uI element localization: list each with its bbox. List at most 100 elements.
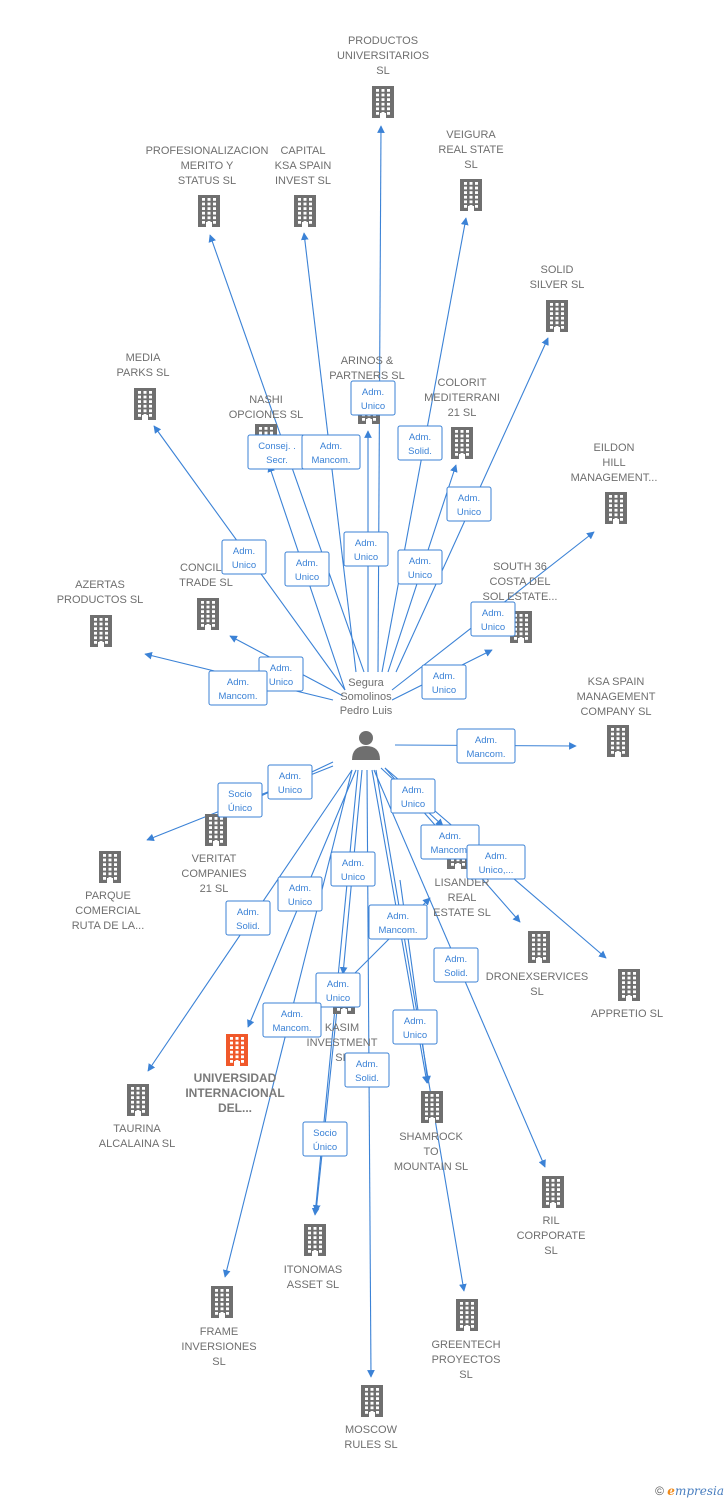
relation-label[interactable]: Consej. .Secr. <box>247 434 307 470</box>
relation-label[interactable]: Adm.Unico <box>397 549 443 585</box>
relation-text: Solid. <box>355 1073 379 1084</box>
company-label: SOLID <box>540 264 573 276</box>
relation-label[interactable]: Adm.Mancom. <box>262 1002 322 1038</box>
building-icon[interactable] <box>421 1091 443 1123</box>
relation-label[interactable]: Adm.Unico <box>446 486 492 522</box>
relation-label[interactable]: Adm.Unico <box>390 778 436 814</box>
relation-label[interactable]: Adm.Solid. <box>225 900 271 936</box>
relation-label[interactable]: Adm.Mancom. <box>368 904 428 940</box>
building-icon[interactable] <box>211 1286 233 1318</box>
relation-label[interactable]: Adm.Mancom. <box>301 434 361 470</box>
relation-label[interactable]: Adm.Unico <box>284 551 330 587</box>
relation-text: Unico <box>432 685 456 696</box>
company-label: ESTATE SL <box>433 907 491 919</box>
relation-label[interactable]: Adm.Unico <box>221 539 267 575</box>
relation-text: Adm. <box>439 831 461 842</box>
building-icon[interactable] <box>451 427 473 459</box>
building-icon[interactable] <box>361 1385 383 1417</box>
building-icon[interactable] <box>546 300 568 332</box>
building-icon[interactable] <box>528 931 550 963</box>
company-node-eildon[interactable]: EILDONHILLMANAGEMENT... <box>571 442 658 524</box>
company-label: GREENTECH <box>431 1339 500 1351</box>
relation-label[interactable]: Adm.Unico,... <box>466 844 526 880</box>
relation-text: Socio <box>313 1128 337 1139</box>
company-label: 21 SL <box>200 883 229 895</box>
relation-label[interactable]: Adm.Unico <box>470 601 516 637</box>
company-label: TAURINA <box>113 1123 161 1135</box>
building-icon[interactable] <box>205 814 227 846</box>
relation-label[interactable]: Adm.Unico <box>392 1009 438 1045</box>
relation-text: Unico <box>232 560 256 571</box>
relation-text: Adm. <box>320 441 342 452</box>
company-node-appretio[interactable]: APPRETIO SL <box>591 969 663 1020</box>
relation-label[interactable]: Adm.Solid. <box>397 425 443 461</box>
building-icon[interactable] <box>372 86 394 118</box>
brand-logo[interactable]: empresia <box>667 1484 724 1498</box>
relation-label[interactable]: Adm.Solid. <box>433 947 479 983</box>
building-icon[interactable] <box>127 1084 149 1116</box>
relation-label[interactable]: Adm.Solid. <box>344 1052 390 1088</box>
company-label: SILVER SL <box>530 279 585 291</box>
building-icon[interactable] <box>198 195 220 227</box>
building-icon[interactable] <box>605 492 627 524</box>
relation-label[interactable]: Adm.Mancom. <box>420 824 480 860</box>
relation-label[interactable]: Adm.Unico <box>315 972 361 1008</box>
building-icon[interactable] <box>542 1176 564 1208</box>
relation-text: Adm. <box>387 911 409 922</box>
company-label: PARQUE <box>85 890 131 902</box>
building-icon[interactable] <box>304 1224 326 1256</box>
company-node-solid-silver[interactable]: SOLID SILVER SL <box>530 264 585 332</box>
relation-label[interactable]: Adm.Unico <box>277 876 323 912</box>
building-icon[interactable] <box>90 615 112 647</box>
relation-text: Adm. <box>227 677 249 688</box>
building-icon[interactable] <box>618 969 640 1001</box>
relation-text: Unico <box>408 570 432 581</box>
relation-label[interactable]: Adm.Mancom. <box>456 728 516 764</box>
building-icon[interactable] <box>226 1034 248 1066</box>
company-node-universidad[interactable]: UNIVERSIDADINTERNACIONALDEL... <box>185 1034 285 1115</box>
relation-label[interactable]: Adm.Mancom. <box>208 670 268 706</box>
company-label: EILDON <box>594 442 635 454</box>
building-icon[interactable] <box>460 179 482 211</box>
building-icon[interactable] <box>99 851 121 883</box>
building-icon[interactable] <box>197 598 219 630</box>
relation-label[interactable]: Adm.Unico <box>258 656 304 692</box>
building-icon[interactable] <box>134 388 156 420</box>
relation-text: Adm. <box>237 907 259 918</box>
relation-label[interactable]: Adm.Unico <box>350 380 396 416</box>
relation-label[interactable]: Adm.Unico <box>421 664 467 700</box>
relation-text: Adm. <box>327 979 349 990</box>
relation-label[interactable]: Adm.Unico <box>267 764 313 800</box>
relation-text: Unico <box>269 677 293 688</box>
relation-label[interactable]: Adm.Unico <box>330 851 376 887</box>
company-label: AZERTAS <box>75 579 125 591</box>
building-icon[interactable] <box>294 195 316 227</box>
relation-label[interactable]: Adm.Unico <box>343 531 389 567</box>
building-icon[interactable] <box>456 1299 478 1331</box>
relation-text: Adm. <box>296 558 318 569</box>
building-icon[interactable] <box>607 725 629 757</box>
